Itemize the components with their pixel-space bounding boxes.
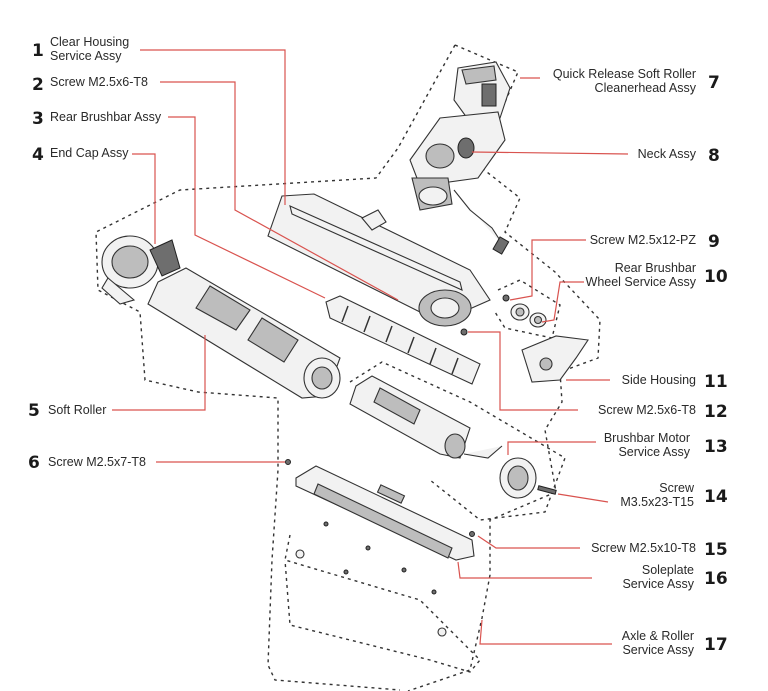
leader-lines <box>112 49 629 645</box>
callout-number: 12 <box>704 402 728 422</box>
callout-6: 6 Screw M2.5x7-T8 <box>28 453 146 473</box>
soleplate <box>285 459 475 561</box>
callout-label: Screw M2.5x10-T8 <box>591 541 696 555</box>
callout-label: Side Housing <box>622 373 696 387</box>
callout-7: Quick Release Soft Roller Cleanerhead As… <box>553 67 720 95</box>
assembly-outline <box>95 44 601 691</box>
callout-1: 1 Clear Housing Service Assy <box>32 35 129 63</box>
callout-number: 3 <box>32 109 44 129</box>
clear-housing <box>267 193 491 327</box>
callout-label: Cleanerhead Assy <box>595 81 697 95</box>
end-cap-assy <box>101 235 181 305</box>
callout-label: Quick Release Soft Roller <box>553 67 696 81</box>
callout-15: Screw M2.5x10-T8 15 <box>591 540 728 560</box>
callout-10: Rear Brushbar Wheel Service Assy 10 <box>586 261 728 289</box>
callout-label: Service Assy <box>622 577 694 591</box>
callout-label: Screw M2.5x6-T8 <box>50 75 148 89</box>
callout-4: 4 End Cap Assy <box>32 145 129 165</box>
soft-roller <box>147 267 341 399</box>
callout-11: Side Housing 11 <box>622 372 728 392</box>
callout-number: 7 <box>708 73 720 93</box>
callout-label: Screw <box>659 481 695 495</box>
callout-14: Screw M3.5x23-T15 14 <box>620 481 727 509</box>
callout-16: Soleplate Service Assy 16 <box>622 563 727 591</box>
callout-number: 8 <box>708 146 720 166</box>
callout-13: Brushbar Motor Service Assy 13 <box>604 431 728 459</box>
callout-3: 3 Rear Brushbar Assy <box>32 109 162 129</box>
callout-label: Neck Assy <box>638 147 697 161</box>
callout-number: 6 <box>28 453 40 473</box>
callout-label: Rear Brushbar Assy <box>50 110 162 124</box>
callout-label: Soft Roller <box>48 403 106 417</box>
rear-wheels <box>460 294 547 336</box>
callout-label: Service Assy <box>50 49 122 63</box>
callout-number: 16 <box>704 569 728 589</box>
axle-roller <box>295 521 447 637</box>
callout-label: Screw M2.5x6-T8 <box>598 403 696 417</box>
callout-number: 17 <box>704 635 728 655</box>
callout-label: Screw M2.5x12-PZ <box>590 233 697 247</box>
callout-number: 2 <box>32 75 44 95</box>
callout-number: 11 <box>704 372 728 392</box>
callout-label: Clear Housing <box>50 35 129 49</box>
callout-label: Rear Brushbar <box>615 261 696 275</box>
callout-2: 2 Screw M2.5x6-T8 <box>32 75 148 95</box>
callout-label: M3.5x23-T15 <box>620 495 694 509</box>
callout-12: Screw M2.5x6-T8 12 <box>598 402 728 422</box>
neck-assy <box>409 61 511 255</box>
callout-number: 13 <box>704 437 728 457</box>
callout-label: Wheel Service Assy <box>586 275 697 289</box>
callout-label: Service Assy <box>622 643 694 657</box>
callout-8: Neck Assy 8 <box>638 146 720 166</box>
callout-number: 1 <box>32 41 44 61</box>
callout-17: Axle & Roller Service Assy 17 <box>622 629 728 657</box>
brushbar-motor <box>349 375 557 499</box>
callout-label: Soleplate <box>642 563 694 577</box>
callout-number: 4 <box>32 145 44 165</box>
callout-9: Screw M2.5x12-PZ 9 <box>590 232 720 252</box>
rear-brushbar <box>325 295 481 385</box>
callout-label: Brushbar Motor <box>604 431 690 445</box>
callout-label: Screw M2.5x7-T8 <box>48 455 146 469</box>
callout-number: 5 <box>28 401 40 421</box>
callout-5: 5 Soft Roller <box>28 401 106 421</box>
callout-label: End Cap Assy <box>50 146 129 160</box>
callout-number: 15 <box>704 540 728 560</box>
callout-number: 9 <box>708 232 720 252</box>
side-housing <box>521 335 589 383</box>
callout-label: Axle & Roller <box>622 629 694 643</box>
callout-label: Service Assy <box>618 445 690 459</box>
callout-number: 14 <box>704 487 728 507</box>
callout-number: 10 <box>704 267 728 287</box>
